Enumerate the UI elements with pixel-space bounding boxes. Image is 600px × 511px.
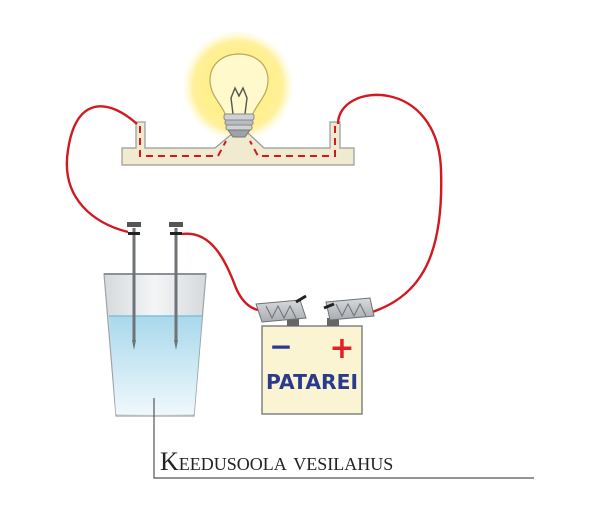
light-bulb [209,53,269,117]
beaker-caption: Keedusoola vesilahus [160,447,393,476]
wire-electrode-battery [181,232,259,312]
bulb-base [223,113,255,138]
filament [230,86,248,115]
holder-conductor [249,126,336,157]
wire-right [336,93,443,318]
beaker [103,273,207,417]
battery: − + PATAREI [261,318,363,415]
electrode-left [127,222,141,350]
wire-left [65,105,138,234]
electrode-right [169,222,183,350]
caption-leader [153,398,534,479]
alligator-clip-left [255,294,307,323]
alligator-clip-right [323,297,375,321]
holder-conductor [139,126,227,157]
minus-sign: − [269,330,292,363]
plus-sign: + [329,331,354,366]
battery-label: PATAREI [266,370,358,394]
lamp-holder [121,121,355,166]
salt-solution [109,316,202,414]
